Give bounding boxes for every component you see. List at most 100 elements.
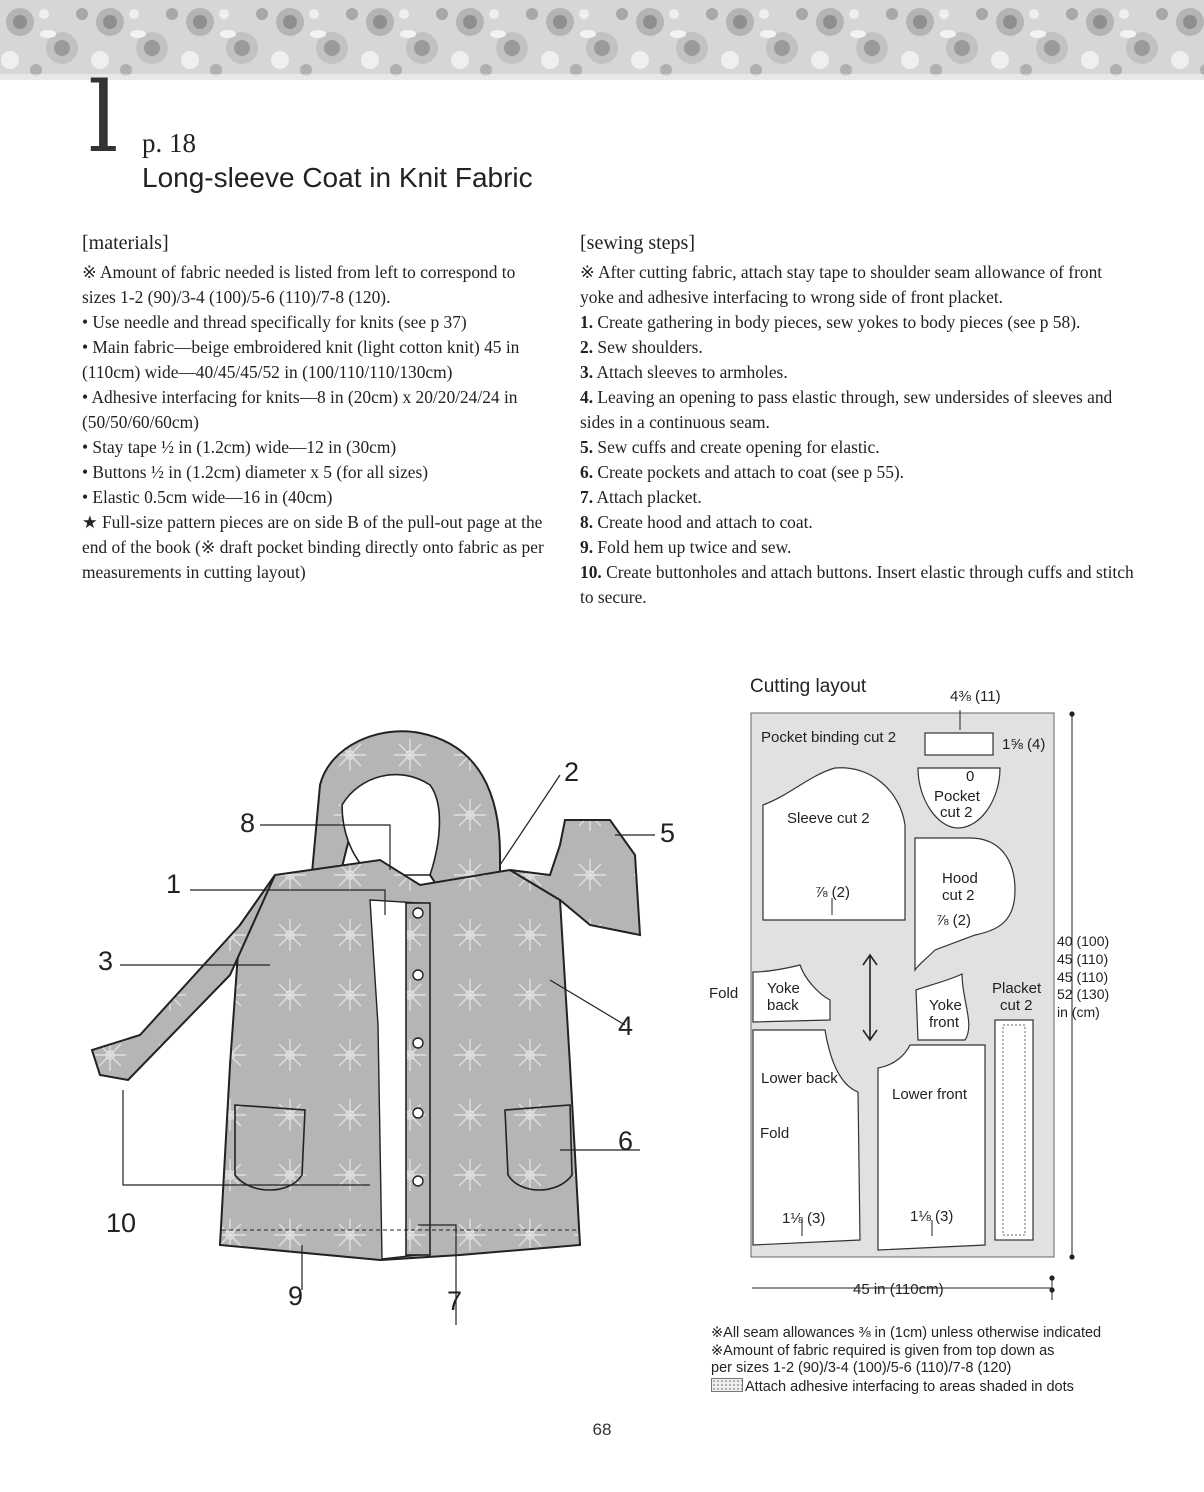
yoke-back-label-1: Yoke <box>767 980 800 997</box>
materials-item: • Buttons ½ in (1.2cm) diameter x 5 (for… <box>82 462 429 482</box>
sewing-steps-note: ※ After cutting fabric, attach stay tape… <box>580 262 1103 307</box>
materials-item: ★ Full-size pattern pieces are on side B… <box>82 512 544 582</box>
page-reference: p. 18 <box>142 128 196 158</box>
sleeve-piece <box>762 767 906 921</box>
buttons <box>412 907 424 1187</box>
pocket-label-2: cut 2 <box>940 804 973 821</box>
materials-item: • Adhesive interfacing for knits—8 in (2… <box>82 387 518 432</box>
step-number: 5. <box>580 437 594 457</box>
lower-back-piece <box>752 1029 861 1246</box>
dimension-lines <box>752 710 1073 1300</box>
left-sleeve <box>90 874 276 1082</box>
sewing-step: 10. Create buttonholes and attach button… <box>580 560 1140 610</box>
lower-front-piece <box>877 1044 986 1251</box>
step-text: Attach placket. <box>596 487 702 507</box>
callout-9: 9 <box>288 1281 303 1311</box>
sewing-step: 1. Create gathering in body pieces, sew … <box>580 310 1140 335</box>
callout-10: 10 <box>106 1208 136 1238</box>
callout-1: 1 <box>166 869 181 899</box>
hood-dimension: ⅞ (2) <box>936 912 971 929</box>
step-text: Fold hem up twice and sew. <box>597 537 792 557</box>
note-text: Attach adhesive interfacing to areas sha… <box>745 1378 1074 1395</box>
callout-8: 8 <box>240 808 255 838</box>
callout-5: 5 <box>660 818 675 848</box>
section-letter: l <box>88 62 119 174</box>
cutting-layout-diagram: Cutting layout 4⅜ (11) Pocket binding cu… <box>709 676 1109 1300</box>
materials-item: • Stay tape ½ in (1.2cm) wide—12 in (30c… <box>82 437 397 457</box>
sewing-step: 7. Attach placket. <box>580 485 1140 510</box>
page-title: Long-sleeve Coat in Knit Fabric <box>142 162 533 193</box>
dotted-swatch-icon <box>711 1377 743 1392</box>
yoke-front-piece <box>915 973 970 1041</box>
materials-heading: [materials] <box>82 232 169 254</box>
sewing-step: 6. Create pockets and attach to coat (se… <box>580 460 1140 485</box>
step-number: 9. <box>580 537 594 557</box>
length-line-2: 45 (110) <box>1057 951 1108 967</box>
step-number: 2. <box>580 337 594 357</box>
step-number: 3. <box>580 362 594 382</box>
step-number: 8. <box>580 512 594 532</box>
left-pocket <box>234 1104 306 1191</box>
placket-piece <box>994 1019 1034 1241</box>
note-line: Attach adhesive interfacing to areas sha… <box>711 1377 1101 1397</box>
width-dimension: 45 in (110cm) <box>853 1281 944 1298</box>
sleeve-dimension: ⅞ (2) <box>815 884 850 901</box>
step-text: Create buttonholes and attach buttons. I… <box>580 562 1134 607</box>
sewing-steps-column: [sewing steps] ※ After cutting fabric, a… <box>580 230 1140 610</box>
materials-item: • Main fabric—beige embroidered knit (li… <box>82 337 520 382</box>
step-text: Create gathering in body pieces, sew yok… <box>597 312 1081 332</box>
sewing-steps-heading: [sewing steps] <box>580 232 695 254</box>
sleeve-label: Sleeve cut 2 <box>787 810 870 827</box>
step-text: Create pockets and attach to coat (see p… <box>597 462 905 482</box>
callout-3: 3 <box>98 946 113 976</box>
step-text: Attach sleeves to armholes. <box>596 362 788 382</box>
hood-lining <box>341 773 441 876</box>
length-line-1: 40 (100) <box>1057 933 1109 949</box>
hem-back-dimension: 1⅛ (3) <box>782 1210 825 1227</box>
cutting-layout-title: Cutting layout <box>750 676 867 697</box>
length-line-3: 45 (110) <box>1057 969 1108 985</box>
grainline-arrow <box>862 953 878 1042</box>
hood-piece <box>914 837 1016 973</box>
callout-7: 7 <box>447 1286 462 1316</box>
materials-item: • Use needle and thread specifically for… <box>82 312 467 332</box>
hem-front-dimension: 1⅛ (3) <box>910 1208 953 1225</box>
lower-front-label: Lower front <box>892 1086 968 1103</box>
materials-column: [materials] ※ Amount of fabric needed is… <box>82 230 552 585</box>
length-line-4: 52 (130) <box>1057 986 1109 1002</box>
step-text: Sew cuffs and create opening for elastic… <box>597 437 880 457</box>
pocket-zero: 0 <box>966 768 974 785</box>
step-number: 10. <box>580 562 602 582</box>
callout-6: 6 <box>618 1126 633 1156</box>
coat-illustration: 1 2 3 4 5 6 7 8 9 10 <box>90 730 675 1325</box>
placket-label-2: cut 2 <box>1000 997 1033 1014</box>
placket <box>405 902 431 1256</box>
yoke-back-label-2: back <box>767 997 799 1014</box>
page-number: 68 <box>592 1420 612 1439</box>
fold-label-inner: Fold <box>760 1125 789 1142</box>
note-line: ※All seam allowances ⅜ in (1cm) unless o… <box>711 1325 1102 1341</box>
pocket-label-1: Pocket <box>934 788 981 805</box>
pocket-binding-label: Pocket binding cut 2 <box>761 729 896 746</box>
sewing-step: 5. Sew cuffs and create opening for elas… <box>580 435 1140 460</box>
sewing-step: 8. Create hood and attach to coat. <box>580 510 1140 535</box>
step-number: 1. <box>580 312 594 332</box>
step-number: 7. <box>580 487 594 507</box>
materials-item: • Elastic 0.5cm wide—16 in (40cm) <box>82 487 333 507</box>
sewing-step: 2. Sew shoulders. <box>580 335 1140 360</box>
placket-label-1: Placket <box>992 980 1042 997</box>
yoke-back-piece <box>752 964 831 1023</box>
step-text: Leaving an opening to pass elastic throu… <box>580 387 1113 432</box>
length-line-5: in (cm) <box>1057 1004 1100 1020</box>
floral-banner <box>0 0 1204 80</box>
right-sleeve <box>509 819 642 937</box>
step-number: 4. <box>580 387 594 407</box>
sewing-step: 4. Leaving an opening to pass elastic th… <box>580 385 1140 435</box>
right-pocket <box>504 1104 573 1191</box>
hood-label-2: cut 2 <box>942 887 975 904</box>
step-text: Create hood and attach to coat. <box>597 512 813 532</box>
leader-lines <box>120 774 655 1325</box>
pocket-piece <box>917 767 1001 829</box>
note-line: ※Amount of fabric required is given from… <box>711 1342 1055 1359</box>
lower-back-label: Lower back <box>761 1070 838 1087</box>
